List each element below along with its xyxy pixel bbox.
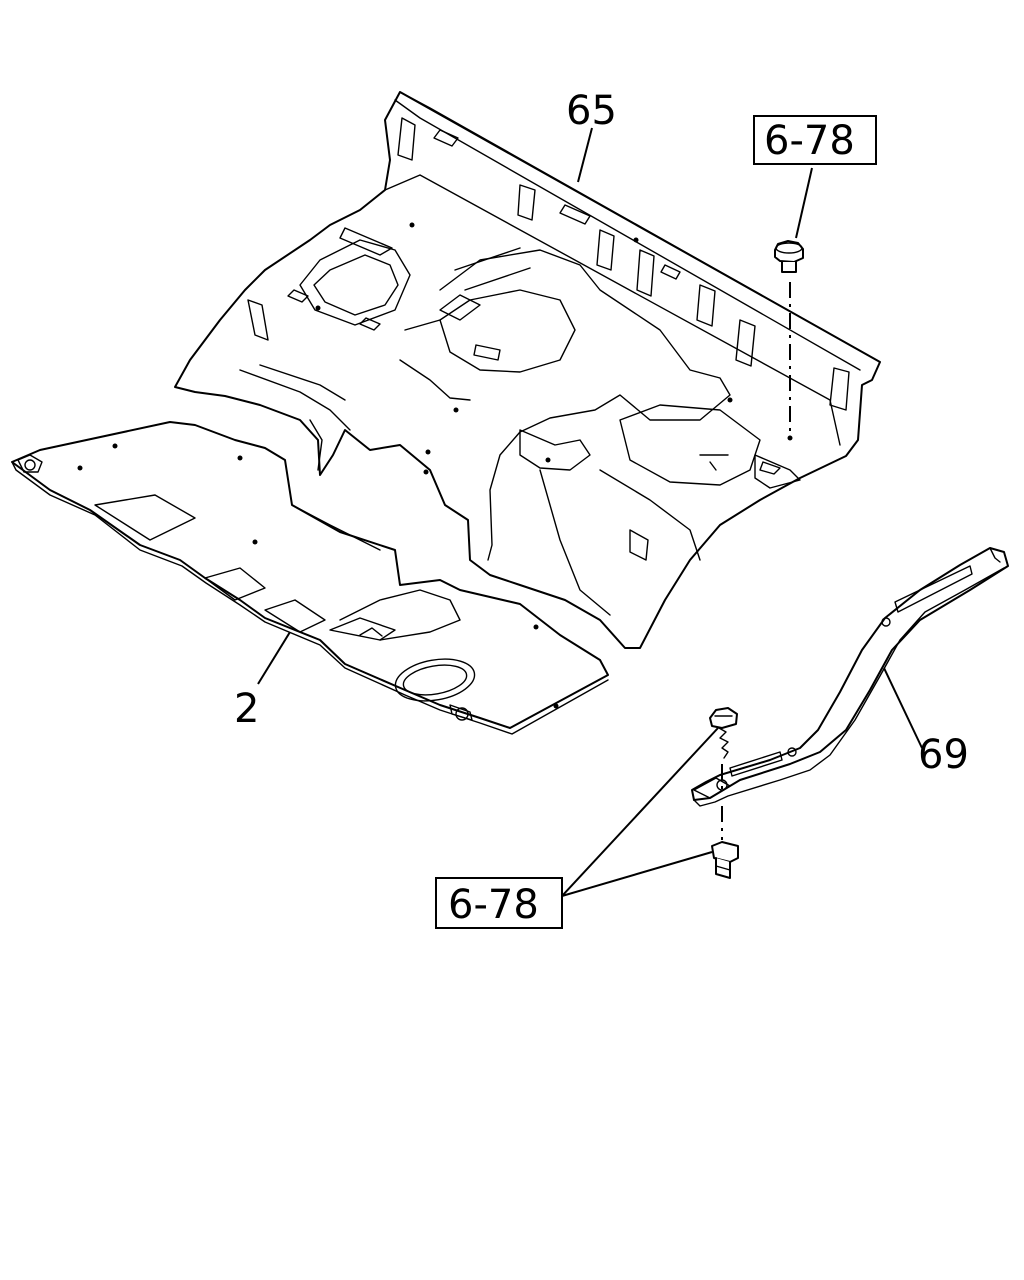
callout-69: 69 xyxy=(918,732,969,778)
leader-upper-ref xyxy=(795,167,813,239)
callout-2: 2 xyxy=(234,686,259,732)
floor-panel-65[interactable] xyxy=(174,91,881,649)
leader-lower-ref-clip xyxy=(561,851,713,897)
leader-lower-ref-screw xyxy=(561,727,719,897)
clip-nut[interactable] xyxy=(711,841,739,879)
side-rail-69[interactable] xyxy=(691,547,1009,807)
floor-cover-2[interactable] xyxy=(11,421,609,735)
ref-label-upper: 6-78 xyxy=(764,118,855,164)
ref-box-upper[interactable]: 6-78 xyxy=(753,115,877,165)
ref-box-lower[interactable]: 6-78 xyxy=(435,877,563,929)
leader-69 xyxy=(883,667,923,749)
leader-65 xyxy=(577,127,593,183)
bolt-upper[interactable] xyxy=(774,240,804,273)
ref-label-lower: 6-78 xyxy=(448,882,539,928)
leader-2 xyxy=(257,631,291,685)
screw-fastener[interactable] xyxy=(709,707,738,759)
callout-65: 65 xyxy=(566,88,617,134)
